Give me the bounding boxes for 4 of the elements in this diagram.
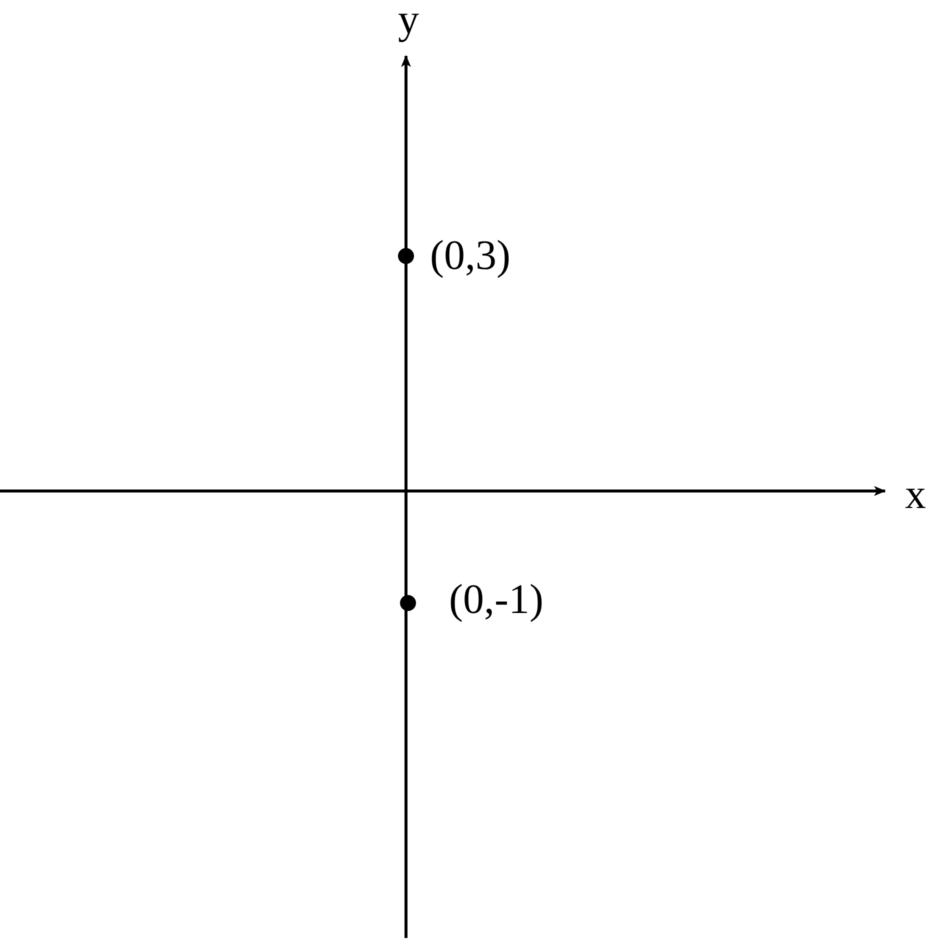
axis-label: x — [905, 474, 926, 516]
axis-label: y — [398, 0, 419, 41]
point-label: (0,-1) — [449, 579, 544, 621]
point-label: (0,3) — [430, 235, 510, 277]
